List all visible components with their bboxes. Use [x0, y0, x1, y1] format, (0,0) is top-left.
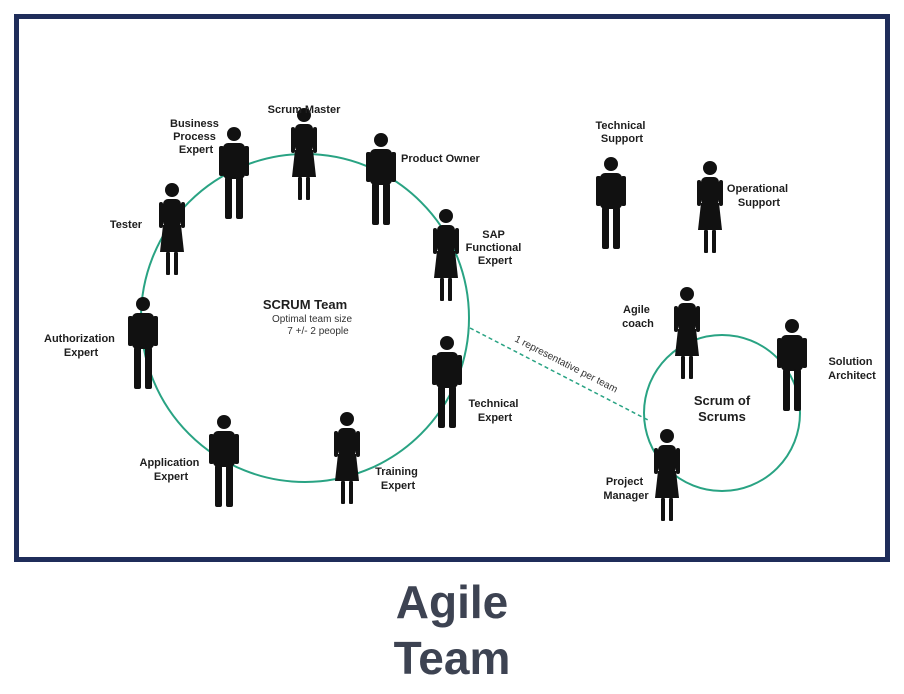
- label-agile-coach: Agile coach: [622, 304, 654, 330]
- project-manager-figure: [654, 429, 680, 521]
- connector-label: 1 representative per team: [513, 334, 620, 396]
- scrum-team-title: SCRUM Team: [263, 297, 347, 312]
- team-size-line2: 7 +/- 2 people: [287, 326, 349, 337]
- solution-architect-figure: [777, 319, 807, 411]
- label-scrum-master: Scrum Master: [268, 104, 341, 116]
- label-operational-support: Operational Support: [727, 183, 791, 209]
- technical-support-figure: [596, 157, 626, 249]
- label-product-owner: Product Owner: [401, 153, 481, 165]
- scrum-of-scrums-title-line1: Scrum of: [694, 393, 751, 408]
- scrum-of-scrums-circle: [643, 334, 801, 492]
- label-project-manager: Project Manager: [603, 476, 649, 502]
- technical-expert-figure: [432, 336, 462, 428]
- label-technical-support: Technical Support: [596, 120, 649, 145]
- scrum-of-scrums-title-line2: Scrums: [698, 409, 746, 424]
- label-training-expert: Training Expert: [375, 466, 421, 492]
- sap-functional-expert-figure: [433, 209, 459, 301]
- team-size-line1: Optimal team size: [272, 314, 352, 325]
- bottom-title-line2: Team: [393, 632, 511, 684]
- operational-support-figure: [697, 161, 723, 253]
- training-expert-figure: [334, 412, 360, 504]
- label-solution-architect: Solution Architect: [828, 356, 876, 382]
- label-application-expert: Application Expert: [140, 457, 203, 483]
- label-tester: Tester: [110, 219, 143, 231]
- label-technical-expert: Technical Expert: [469, 398, 522, 424]
- product-owner-figure: [366, 133, 396, 225]
- representative-connector: [469, 327, 649, 421]
- authorization-expert-figure: [128, 297, 158, 389]
- label-business-process-expert: Business Process Expert: [170, 118, 222, 156]
- tester-figure: [159, 183, 185, 275]
- application-expert-figure: [209, 415, 239, 507]
- label-authorization-expert: Authorization Expert: [44, 333, 118, 359]
- bottom-title-line1: Agile: [395, 576, 509, 628]
- scrum-master-figure: [291, 108, 317, 200]
- agile-coach-figure: [674, 287, 700, 379]
- business-process-expert-figure: [219, 127, 249, 219]
- label-sap-functional-expert: SAP Functional Expert: [466, 229, 525, 267]
